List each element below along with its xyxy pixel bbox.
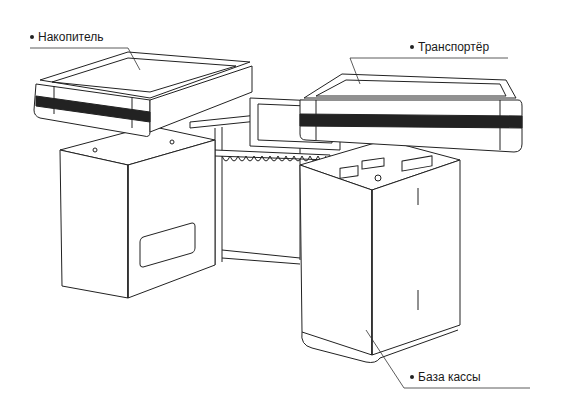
left-cabinet [60,126,215,298]
part-label: База кассы [418,370,481,384]
part-label: Накопитель [38,30,104,44]
part-label: Транспортёр [418,40,489,54]
leader-lines [30,35,530,388]
register-base [300,140,460,363]
conveyor [300,74,522,152]
accumulator-tray [34,52,252,137]
